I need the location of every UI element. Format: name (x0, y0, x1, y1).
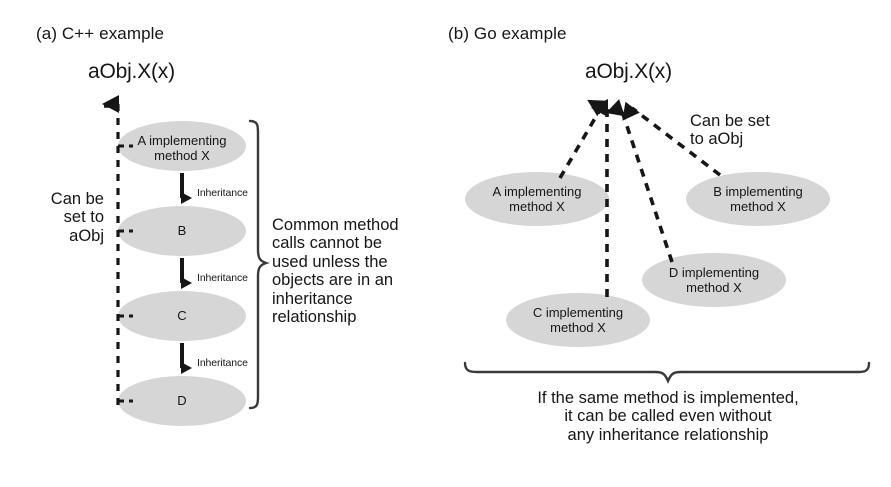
aobj-dashed-spine-a (102, 95, 133, 405)
node-ellipse-b-b (686, 172, 830, 226)
dashed-edge-b-b (622, 101, 722, 177)
node-ellipse-a-a (118, 121, 246, 171)
brace-b (463, 361, 871, 385)
note-can-be-set-to-aobj-cpp: Can be set to aObj (50, 190, 104, 245)
node-ellipse-a-b (118, 206, 246, 256)
node-ellipse-a-d (118, 376, 246, 426)
call-label-go: aObj.X(x) (585, 60, 672, 83)
panel-title-cpp: (a) C++ example (36, 24, 165, 43)
note-same-method-implemented: If the same method is implemented, it ca… (537, 389, 799, 444)
edge-label-inheritance-cd: Inheritance (197, 357, 248, 369)
note-common-method-calls: Common method calls cannot be used unles… (272, 216, 399, 327)
edge-label-inheritance-ab: Inheritance (197, 187, 248, 199)
node-ellipse-b-c (506, 293, 650, 347)
node-ellipse-b-a (465, 172, 609, 226)
dashed-edge-b-d (605, 99, 674, 263)
edge-label-inheritance-bc: Inheritance (197, 272, 248, 284)
note-can-be-set-to-aobj-go: Can be set to aObj (690, 112, 770, 149)
dashed-edge-b-a (558, 99, 607, 179)
call-label-cpp: aObj.X(x) (88, 60, 175, 83)
node-ellipse-b-d (642, 253, 786, 307)
brace-a (248, 119, 270, 410)
aobj-dashed-edges-b (558, 99, 722, 297)
panel-title-go: (b) Go example (448, 24, 567, 43)
node-ellipse-a-c (118, 291, 246, 341)
